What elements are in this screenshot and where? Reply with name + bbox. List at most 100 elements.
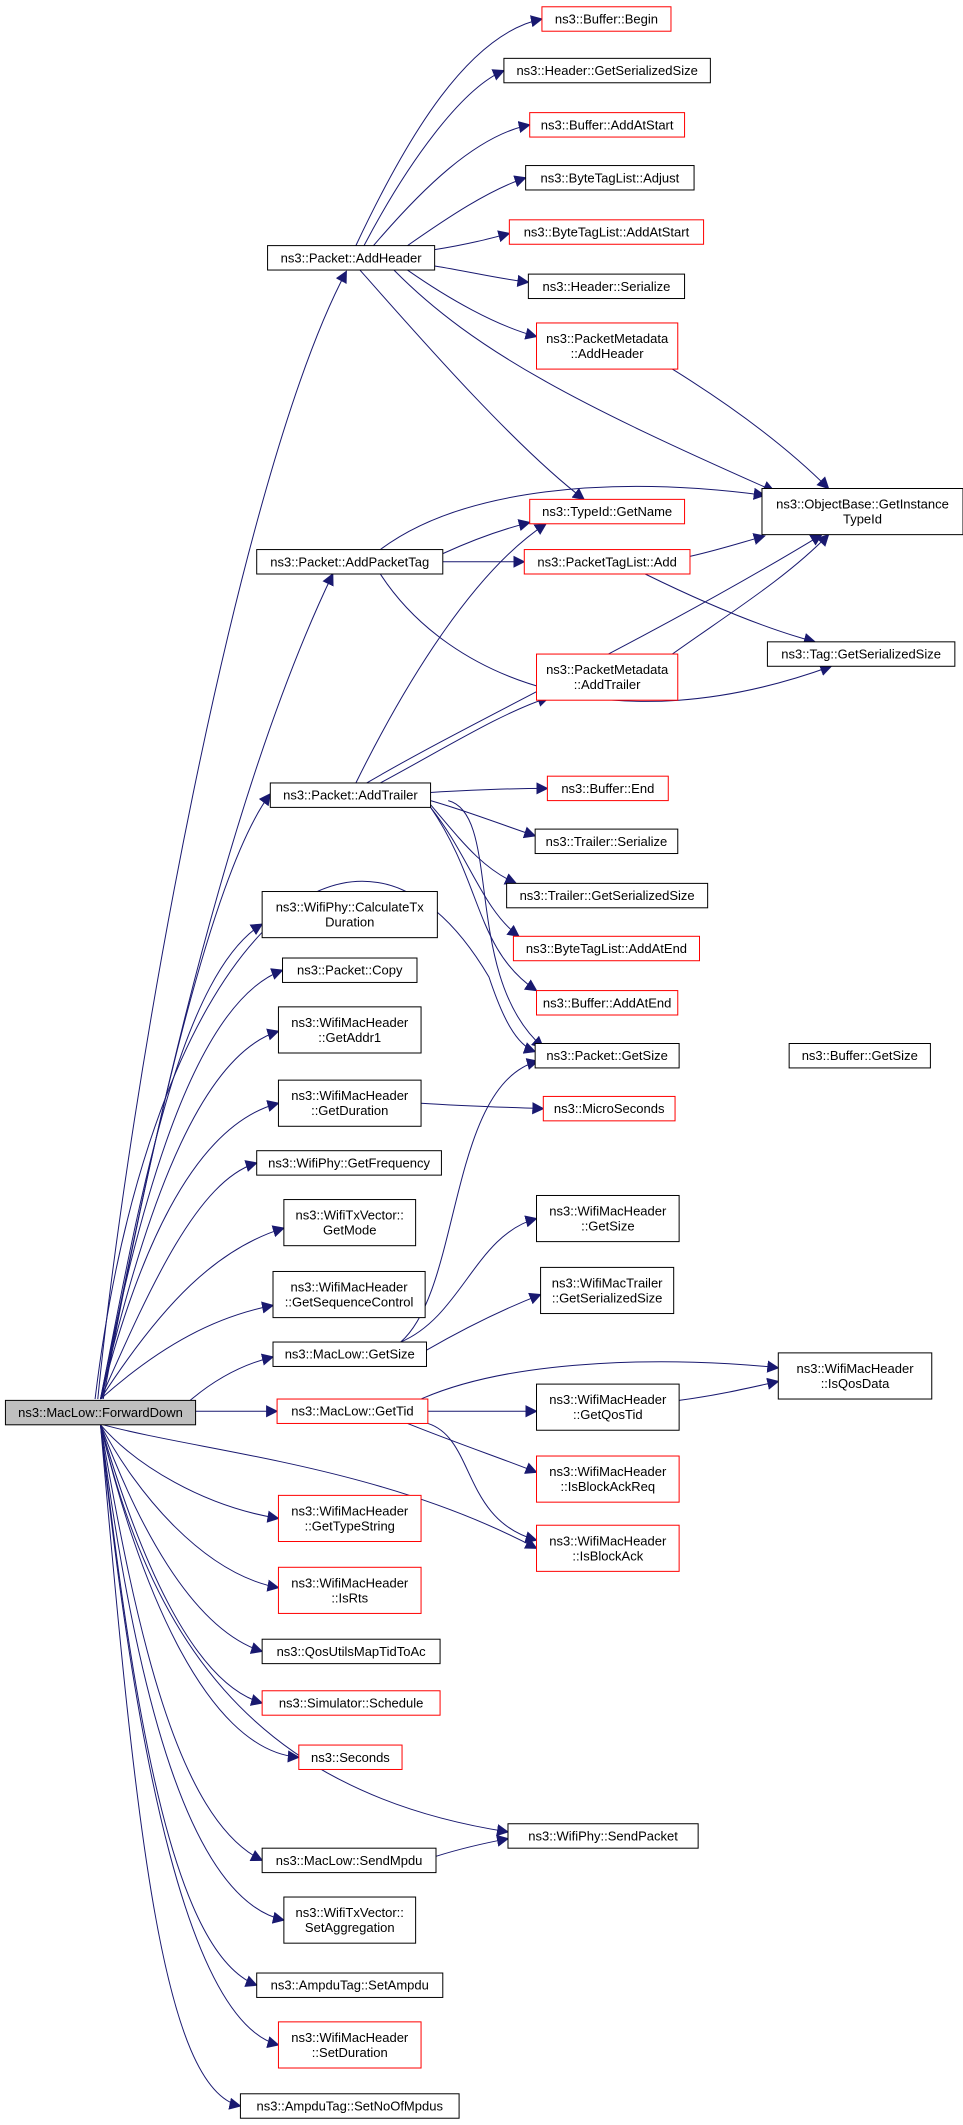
node-box[interactable] <box>512 935 700 962</box>
node-box[interactable] <box>298 1744 403 1770</box>
node-box[interactable] <box>536 653 679 701</box>
node-wmt_getser[interactable]: ns3::WifiMacTrailer::GetSerializedSize <box>540 1266 675 1315</box>
node-trl_getser[interactable]: ns3::Trailer::GetSerializedSize <box>506 882 709 909</box>
node-setnoofmpdus[interactable]: ns3::AmpduTag::SetNoOfMpdus <box>239 2093 460 2119</box>
node-isrts[interactable]: ns3::WifiMacHeader::IsRts <box>277 1566 422 1614</box>
node-box[interactable] <box>269 782 432 808</box>
node-box[interactable] <box>276 1398 429 1424</box>
node-box[interactable] <box>536 1455 680 1503</box>
node-isblockackreq[interactable]: ns3::WifiMacHeader::IsBlockAckReq <box>536 1455 680 1503</box>
node-setduration[interactable]: ns3::WifiMacHeader::SetDuration <box>277 2021 422 2069</box>
node-box[interactable] <box>536 1194 680 1243</box>
node-trl_serialize[interactable]: ns3::Trailer::Serialize <box>534 828 679 855</box>
node-maclow_getsize[interactable]: ns3::MacLow::GetSize <box>272 1341 427 1367</box>
node-getduration[interactable]: ns3::WifiMacHeader::GetDuration <box>277 1079 422 1127</box>
node-microseconds[interactable]: ns3::MicroSeconds <box>542 1095 676 1122</box>
node-ptl_add[interactable]: ns3::PacketTagList::Add <box>523 549 691 575</box>
node-getqostid[interactable]: ns3::WifiMacHeader::GetQosTid <box>536 1383 680 1431</box>
node-root[interactable]: ns3::MacLow::ForwardDown <box>4 1399 197 1426</box>
node-box[interactable] <box>272 1341 427 1367</box>
node-box[interactable] <box>256 549 444 575</box>
node-box[interactable] <box>761 488 963 536</box>
node-hdr_getser[interactable]: ns3::Header::GetSerializedSize <box>503 57 711 84</box>
node-box[interactable] <box>283 1896 417 1944</box>
node-box[interactable] <box>523 549 691 575</box>
node-sendmpdu[interactable]: ns3::MacLow::SendMpdu <box>261 1847 437 1874</box>
node-addpackettag[interactable]: ns3::Packet::AddPacketTag <box>256 549 444 575</box>
node-getmode[interactable]: ns3::WifiTxVector::GetMode <box>283 1199 417 1247</box>
node-getfreq[interactable]: ns3::WifiPhy::GetFrequency <box>256 1150 442 1176</box>
node-buf_end[interactable]: ns3::Buffer::End <box>546 775 669 802</box>
node-buf_getsize[interactable]: ns3::Buffer::GetSize <box>788 1043 931 1069</box>
node-box[interactable] <box>277 1006 422 1054</box>
node-pkt_copy[interactable]: ns3::Packet::Copy <box>282 957 418 983</box>
node-box[interactable] <box>277 1494 422 1543</box>
node-box[interactable] <box>541 6 672 32</box>
node-addheader[interactable]: ns3::Packet::AddHeader <box>267 245 436 271</box>
node-box[interactable] <box>261 1638 441 1665</box>
node-hdr_serialize[interactable]: ns3::Header::Serialize <box>527 273 686 300</box>
node-box[interactable] <box>536 1383 680 1431</box>
node-btl_adjust[interactable]: ns3::ByteTagList::Adjust <box>525 165 695 191</box>
node-getseqctl[interactable]: ns3::WifiMacHeader::GetSequenceControl <box>272 1270 426 1319</box>
node-box[interactable] <box>788 1043 931 1069</box>
node-box[interactable] <box>261 1847 437 1874</box>
node-pkt_getsize[interactable]: ns3::Packet::GetSize <box>534 1043 680 1069</box>
node-setaggregation[interactable]: ns3::WifiTxVector::SetAggregation <box>283 1896 417 1944</box>
node-sendpacket[interactable]: ns3::WifiPhy::SendPacket <box>507 1823 699 1849</box>
node-box[interactable] <box>506 882 709 909</box>
node-btl_addstart[interactable]: ns3::ByteTagList::AddAtStart <box>508 219 705 245</box>
node-qosmap[interactable]: ns3::QosUtilsMapTidToAc <box>261 1638 441 1665</box>
node-box[interactable] <box>282 957 418 983</box>
node-typeid_getname[interactable]: ns3::TypeId::GetName <box>529 498 686 525</box>
node-setampdu[interactable]: ns3::AmpduTag::SetAmpdu <box>256 1972 444 1998</box>
node-btl_addend[interactable]: ns3::ByteTagList::AddAtEnd <box>512 935 700 962</box>
node-box[interactable] <box>256 1150 442 1176</box>
node-box[interactable] <box>267 245 436 271</box>
node-box[interactable] <box>766 641 956 667</box>
node-box[interactable] <box>4 1399 197 1426</box>
node-tag_getser[interactable]: ns3::Tag::GetSerializedSize <box>766 641 956 667</box>
node-box[interactable] <box>525 165 695 191</box>
node-box[interactable] <box>529 498 686 525</box>
node-box[interactable] <box>239 2093 460 2119</box>
node-isblockack[interactable]: ns3::WifiMacHeader::IsBlockAck <box>536 1524 680 1572</box>
node-box[interactable] <box>546 775 669 802</box>
node-box[interactable] <box>507 1823 699 1849</box>
node-pm_addheader[interactable]: ns3::PacketMetadata::AddHeader <box>536 322 679 370</box>
node-buf_addstart[interactable]: ns3::Buffer::AddAtStart <box>529 112 686 138</box>
node-sim_schedule[interactable]: ns3::Simulator::Schedule <box>261 1690 441 1716</box>
node-box[interactable] <box>503 57 711 84</box>
node-wmh_getsize[interactable]: ns3::WifiMacHeader::GetSize <box>536 1194 680 1243</box>
node-pm_addtrailer[interactable]: ns3::PacketMetadata::AddTrailer <box>536 653 679 701</box>
node-box[interactable] <box>508 219 705 245</box>
node-isqosdata[interactable]: ns3::WifiMacHeader::IsQosData <box>777 1352 933 1400</box>
node-addtrailer[interactable]: ns3::Packet::AddTrailer <box>269 782 432 808</box>
node-box[interactable] <box>277 1566 422 1614</box>
node-buf_addend[interactable]: ns3::Buffer::AddAtEnd <box>536 990 679 1016</box>
node-box[interactable] <box>261 891 438 939</box>
node-box[interactable] <box>536 1524 680 1572</box>
node-box[interactable] <box>542 1095 676 1122</box>
node-buf_begin[interactable]: ns3::Buffer::Begin <box>541 6 672 32</box>
node-box[interactable] <box>536 990 679 1016</box>
node-box[interactable] <box>529 112 686 138</box>
node-seconds[interactable]: ns3::Seconds <box>298 1744 403 1770</box>
node-box[interactable] <box>277 2021 422 2069</box>
node-box[interactable] <box>272 1270 426 1319</box>
node-box[interactable] <box>536 322 679 370</box>
node-box[interactable] <box>534 828 679 855</box>
node-maclow_gettid[interactable]: ns3::MacLow::GetTid <box>276 1398 429 1424</box>
node-box[interactable] <box>261 1690 441 1716</box>
node-getaddr1[interactable]: ns3::WifiMacHeader::GetAddr1 <box>277 1006 422 1054</box>
node-box[interactable] <box>540 1266 675 1315</box>
node-box[interactable] <box>256 1972 444 1998</box>
node-box[interactable] <box>777 1352 933 1400</box>
node-gettypestring[interactable]: ns3::WifiMacHeader::GetTypeString <box>277 1494 422 1543</box>
node-box[interactable] <box>527 273 686 300</box>
node-box[interactable] <box>283 1199 417 1247</box>
node-box[interactable] <box>534 1043 680 1069</box>
node-box[interactable] <box>277 1079 422 1127</box>
